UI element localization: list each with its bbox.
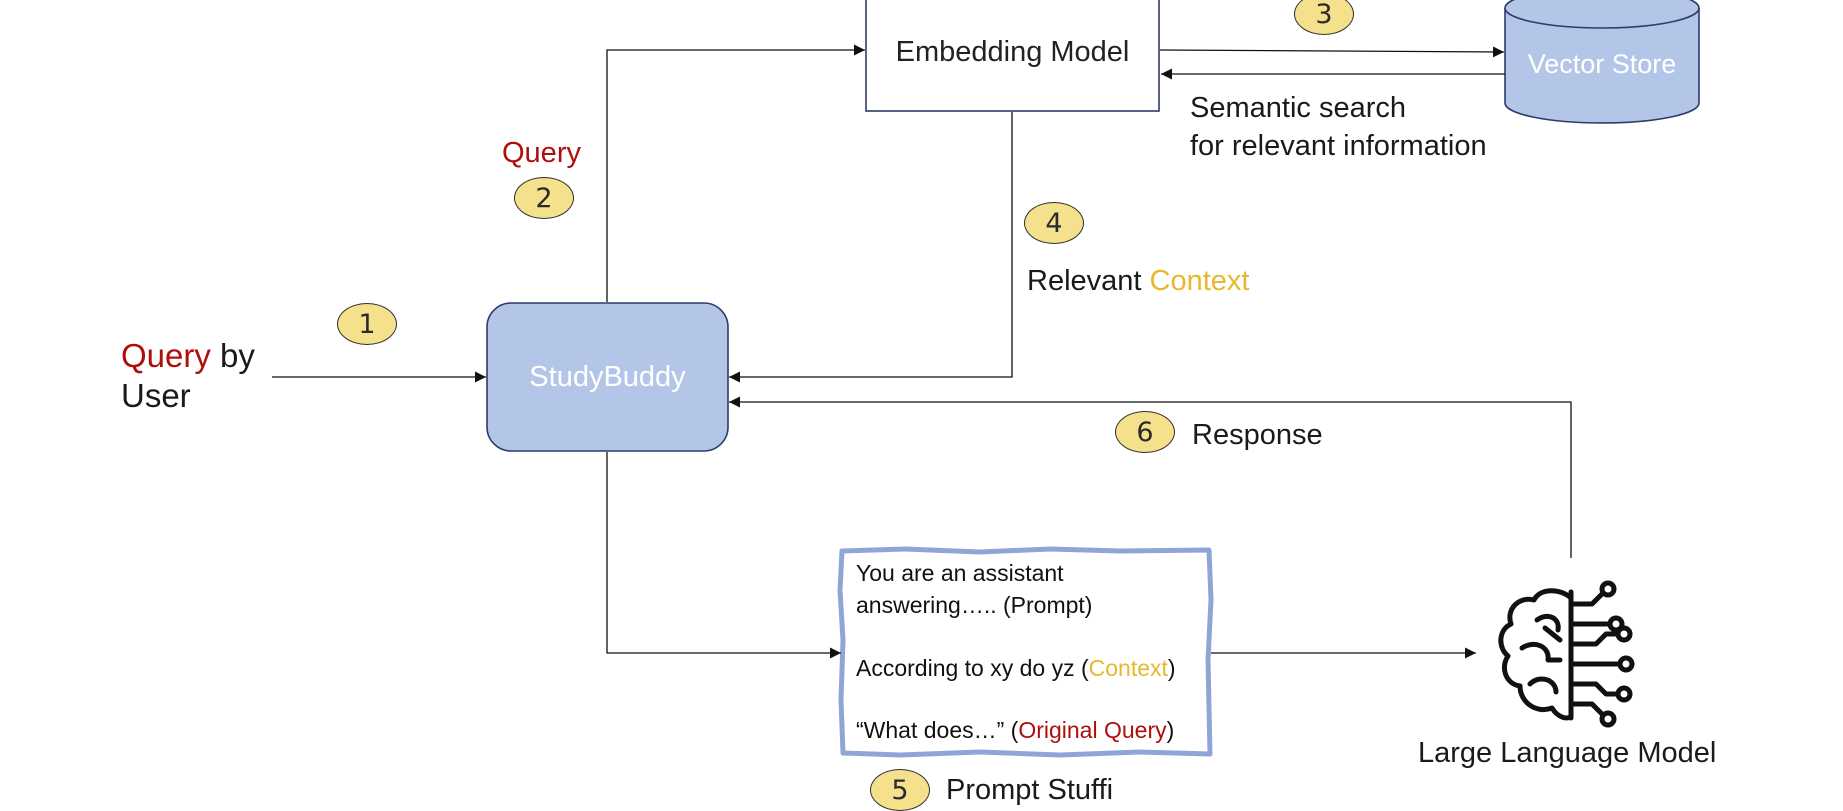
semantic-search-label: Semantic search for relevant information [1190,90,1487,165]
arrow-studybuddy-to-embedding [606,44,865,302]
prompt-line-1: You are an assistant [856,560,1064,586]
diagram-canvas [272,0,1700,758]
prompt-line-4-suffix: ) [1166,717,1175,743]
response-label: Response [1192,419,1323,451]
embedding-model-label: Embedding Model [895,35,1130,68]
prompt-line-2: answering….. (Prompt) [856,592,1093,618]
prompt-line-3-context: Context [1088,655,1168,681]
semantic-search-line2: for relevant information [1190,129,1487,162]
user-by-word: by [210,337,255,374]
prompt-line-3-prefix: According to xy do yz ( [856,655,1089,681]
step-badge-2: 2 [514,177,574,219]
vector-store-node [1504,0,1700,124]
user-user-word: User [121,376,191,414]
query-label: Query [502,137,581,169]
arrow-response-to-studybuddy [729,396,1572,558]
arrow-embedding-to-vectorstore [1159,46,1505,58]
prompt-line-4: “What does…” (Original Query) [856,717,1174,744]
prompt-line-3-suffix: ) [1167,655,1176,681]
user-query-word: Query [121,337,211,374]
prompt-line-4-prefix: “What does…” ( [856,717,1019,743]
prompt-line-3: According to xy do yz (Context) [856,655,1176,682]
user-query-label: Query by User [121,336,255,415]
studybuddy-label: StudyBuddy [529,360,686,393]
embedding-model-node [865,0,1160,112]
arrow-context-to-studybuddy [729,112,1013,383]
step-badge-5: 5 [870,769,930,811]
step-badge-6: 6 [1115,411,1175,453]
relevant-context-label: Relevant Context [1027,264,1249,299]
semantic-search-line1: Semantic search [1190,92,1406,124]
step-badge-4: 4 [1024,202,1084,244]
relevant-word: Relevant [1027,265,1150,297]
brain-circuit-icon [1498,580,1635,728]
context-word: Context [1149,265,1250,297]
prompt-box-border [837,546,1214,758]
llm-label: Large Language Model [1418,737,1717,769]
studybuddy-node [486,302,729,452]
prompt-stuffing-label: Prompt Stuffi [946,774,1114,806]
vector-store-label: Vector Store [1527,48,1677,79]
step-badge-3: 3 [1294,0,1354,35]
arrow-studybuddy-to-prompt [606,452,841,659]
step-badge-1: 1 [337,303,397,345]
prompt-line-4-query: Original Query [1018,717,1167,743]
